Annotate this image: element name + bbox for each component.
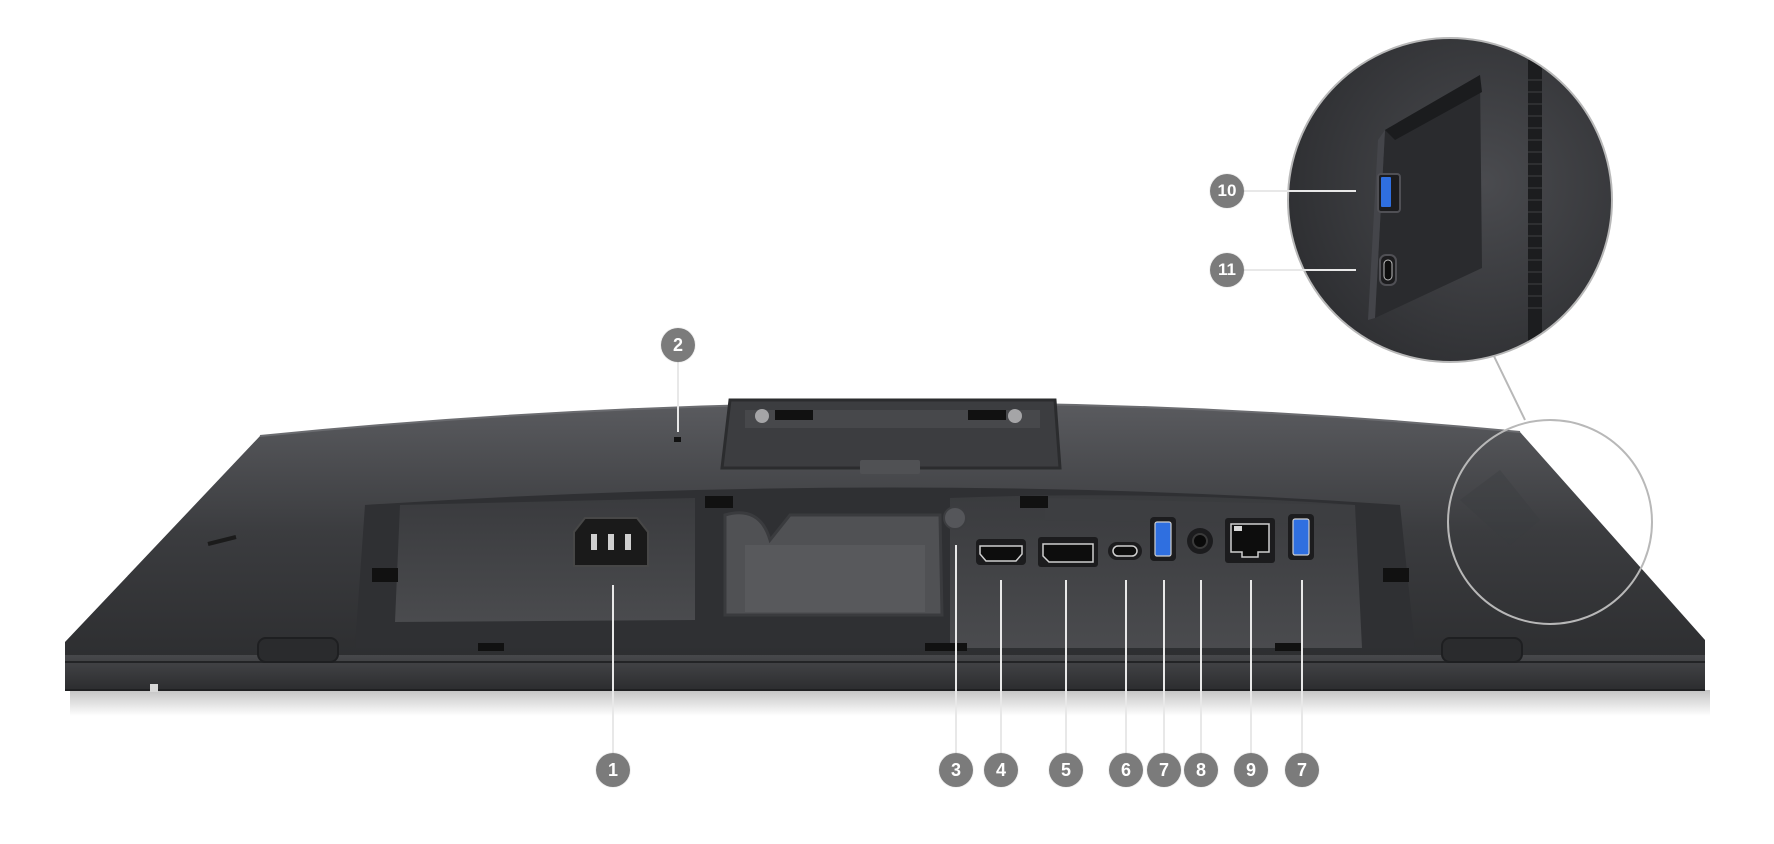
callout-8-audio-line-out[interactable]: 8 bbox=[1184, 753, 1218, 787]
callout-4-hdmi-port[interactable]: 4 bbox=[984, 753, 1018, 787]
callout-6-usb-c-port[interactable]: 6 bbox=[1109, 753, 1143, 787]
callout-9-rj45-port[interactable]: 9 bbox=[1234, 753, 1268, 787]
callout-7-usb-a-port[interactable]: 7 bbox=[1147, 753, 1181, 787]
callout-7-usb-a-port-right[interactable]: 7 bbox=[1285, 753, 1319, 787]
callout-2-security-lock-slot[interactable]: 2 bbox=[661, 328, 695, 362]
callout-10-side-usb-a-port[interactable]: 10 bbox=[1210, 174, 1244, 208]
callout-5-displayport[interactable]: 5 bbox=[1049, 753, 1083, 787]
callout-11-side-usb-c-port[interactable]: 11 bbox=[1210, 253, 1244, 287]
callout-3-stand-lock[interactable]: 3 bbox=[939, 753, 973, 787]
callout-1-power-connector[interactable]: 1 bbox=[596, 753, 630, 787]
